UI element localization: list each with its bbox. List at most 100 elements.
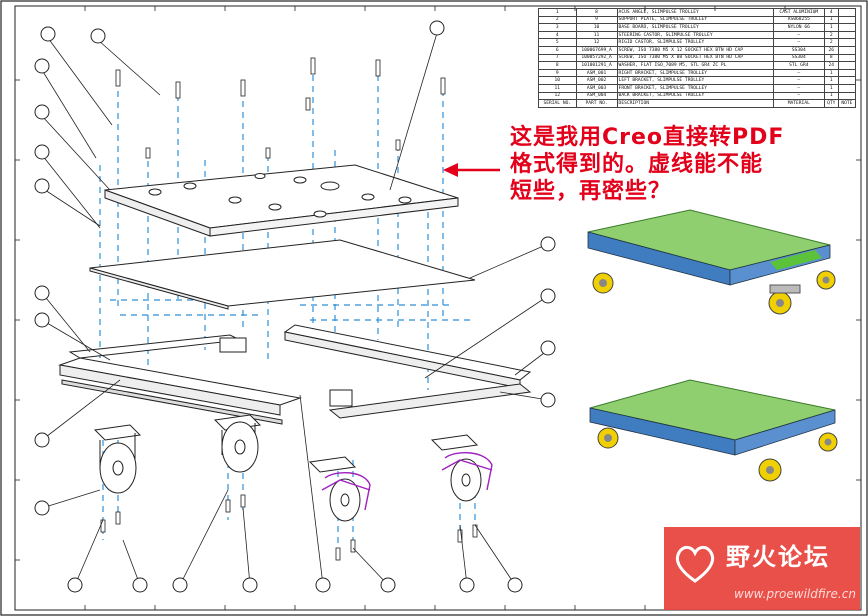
table-cell: 1 bbox=[823, 23, 839, 32]
table-cell bbox=[837, 30, 857, 40]
table-cell: FRONT BRACKET, SLIMPULSE TROLLEY bbox=[616, 83, 774, 93]
table-cell: 8 bbox=[575, 8, 618, 17]
table-cell: ASM_002 bbox=[575, 76, 618, 85]
table-cell: BASE BOARD, SLIMPULSE TROLLEY bbox=[616, 23, 774, 32]
table-cell: 1 bbox=[823, 76, 839, 85]
table-cell: 5 bbox=[538, 38, 577, 47]
table-cell: SUPPORT PLATE, SLIMPULSE TROLLEY bbox=[616, 15, 774, 25]
table-cell: MATERIAL bbox=[772, 99, 825, 108]
table-cell: 9 bbox=[575, 15, 618, 25]
leader-lines bbox=[41, 32, 549, 586]
steering-caster-left bbox=[308, 456, 371, 522]
table-cell: DESCRIPTION bbox=[616, 99, 774, 108]
table-cell: 24 bbox=[823, 61, 839, 70]
table-cell bbox=[837, 68, 857, 78]
annotation-line: 格式得到的。虚线能不能 bbox=[510, 152, 764, 177]
annotation-line: 短些，再密些？ bbox=[510, 179, 672, 204]
table-cell: SS304 bbox=[772, 45, 825, 55]
table-cell: NYLON 66 bbox=[772, 23, 825, 32]
table-cell: 1 bbox=[823, 91, 839, 101]
table-cell: 1 bbox=[823, 68, 839, 78]
support-plate bbox=[104, 164, 459, 237]
table-cell: 8 bbox=[538, 61, 577, 70]
table-cell bbox=[837, 53, 857, 63]
table-cell: 26 bbox=[823, 45, 839, 55]
table-cell: — bbox=[772, 38, 825, 47]
table-cell bbox=[837, 91, 857, 101]
table-cell: NOTE bbox=[837, 99, 857, 108]
table-cell: LEFT BRACKET, SLIMPULSE TROLLEY bbox=[616, 76, 774, 85]
table-cell: 3 bbox=[538, 23, 577, 32]
steering-caster-right bbox=[430, 434, 493, 502]
table-cell: 1 bbox=[823, 83, 839, 93]
table-cell: 9 bbox=[538, 68, 577, 78]
table-cell: 2 bbox=[538, 15, 577, 25]
table-cell bbox=[837, 38, 857, 47]
render-view-top bbox=[587, 209, 836, 315]
rigid-caster-left bbox=[93, 424, 142, 494]
table-cell: 7 bbox=[538, 53, 577, 63]
table-cell: 2 bbox=[823, 38, 839, 47]
table-cell: — bbox=[772, 83, 825, 93]
forum-watermark: 野火论坛 www.proewildfire.cn bbox=[664, 527, 860, 610]
table-cell: 11 bbox=[538, 83, 577, 93]
heart-logo-icon bbox=[675, 545, 715, 583]
table-cell: AS068255 bbox=[772, 15, 825, 25]
rigid-caster-right bbox=[213, 414, 262, 473]
table-cell bbox=[837, 83, 857, 93]
table-cell: — bbox=[772, 68, 825, 78]
table-cell: 6 bbox=[538, 45, 577, 55]
table-cell bbox=[837, 23, 857, 32]
table-cell: 10 bbox=[575, 23, 618, 32]
table-cell: 100057292_A bbox=[575, 53, 618, 63]
table-cell: RIGID CASTOR, SLIMPULSE TROLLEY bbox=[616, 38, 774, 47]
table-cell: — bbox=[772, 30, 825, 40]
table-cell: ASM_003 bbox=[575, 83, 618, 93]
table-cell bbox=[837, 61, 857, 70]
table-cell: 4 bbox=[538, 30, 577, 40]
table-cell: 1 bbox=[538, 8, 577, 17]
table-cell: STEERING CASTOR, SLIMPULSE TROLLEY bbox=[616, 30, 774, 40]
table-cell: 10 bbox=[538, 76, 577, 85]
table-cell: BACK BRACKET, SLIMPULSE TROLLEY bbox=[616, 91, 774, 101]
table-cell: 12 bbox=[575, 38, 618, 47]
table-cell: — bbox=[772, 91, 825, 101]
table-cell: SCREW, ISO 7380 M5 X 12 SOCKET HEX BTN H… bbox=[616, 45, 774, 55]
annotation-line: 这是我用Creo直接转PDF bbox=[510, 125, 785, 150]
table-cell: ASM_001 bbox=[575, 68, 618, 78]
table-cell: RIGHT BRACKET, SLIMPULSE TROLLEY bbox=[616, 68, 774, 78]
balloon-icon bbox=[34, 20, 556, 593]
table-cell bbox=[837, 8, 857, 17]
annotation-text: 这是我用Creo直接转PDF 格式得到的。虚线能不能 短些，再密些？ bbox=[510, 124, 845, 205]
table-cell: 1 bbox=[823, 15, 839, 25]
table-cell: STL GR4 bbox=[772, 61, 825, 70]
table-cell: SERIAL NO. bbox=[538, 99, 577, 108]
table-cell: 101001291_A bbox=[575, 61, 618, 70]
table-cell: ACUS ANGLE, SLIMPULSE TROLLEY bbox=[616, 8, 774, 17]
frame-brackets bbox=[58, 324, 532, 425]
table-cell: PART NO. bbox=[575, 99, 618, 108]
table-cell: 2 bbox=[823, 30, 839, 40]
table-cell: 12 bbox=[538, 91, 577, 101]
table-cell: 11 bbox=[575, 30, 618, 40]
table-cell: SS304 bbox=[772, 53, 825, 63]
table-cell: — bbox=[772, 76, 825, 85]
table-cell: CAST ALUMINIUM bbox=[772, 8, 825, 17]
table-cell bbox=[837, 45, 857, 55]
table-cell: ASM_004 bbox=[575, 91, 618, 101]
base-board bbox=[89, 239, 476, 310]
table-cell: 8 bbox=[823, 53, 839, 63]
